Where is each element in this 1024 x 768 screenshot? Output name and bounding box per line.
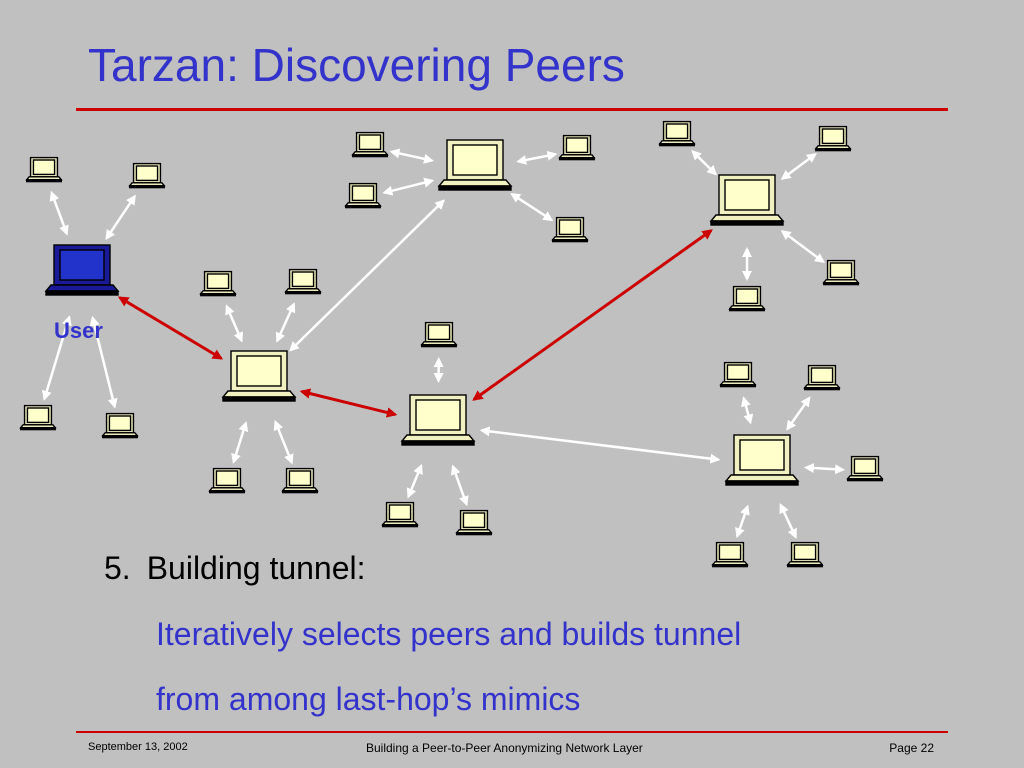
peer-computer-icon — [558, 134, 596, 161]
mimic-link-hop2-rnode — [479, 426, 721, 464]
peer-computer-icon — [455, 509, 493, 536]
peer-computer-icon — [709, 174, 785, 226]
peer-computer-icon — [208, 467, 246, 494]
tunnel-link-hop1-hop2 — [299, 388, 398, 418]
footer-rule — [76, 731, 948, 733]
footer-title: Building a Peer-to-Peer Anonymizing Netw… — [366, 741, 643, 755]
peer-computer-icon — [814, 125, 852, 152]
mimic-link-top-top_m3 — [516, 150, 558, 165]
step-text: Building tunnel: — [146, 550, 366, 586]
mimic-link-hop3-h3_m4 — [780, 230, 825, 264]
peer-computer-icon — [351, 131, 389, 158]
tunnel-link-hop2-hop3 — [472, 229, 713, 401]
mimic-link-hop2-h2_m3 — [450, 464, 469, 507]
peer-computer-icon — [803, 364, 841, 391]
mimic-link-top-top_m4 — [510, 192, 554, 222]
mimic-link-user-u_m4 — [89, 315, 118, 409]
peer-computer-icon — [381, 501, 419, 528]
peer-computer-icon — [281, 467, 319, 494]
peer-computer-icon — [728, 285, 766, 312]
peer-computer-icon — [846, 455, 884, 482]
mimic-link-rnode-r_m5 — [779, 503, 797, 539]
peer-computer-icon — [344, 182, 382, 209]
peer-computer-icon — [25, 156, 63, 183]
step-detail-line-2: from among last-hop’s mimics — [156, 681, 581, 717]
nodes-layer — [19, 120, 884, 568]
peer-computer-icon — [551, 216, 589, 243]
tunnel-link-user-hop1 — [117, 296, 224, 360]
mimic-link-hop1-top — [289, 199, 445, 352]
peer-computer-icon — [101, 412, 139, 439]
step-detail-line-1: Iteratively selects peers and builds tun… — [156, 616, 742, 652]
step-number: 5. — [104, 550, 131, 586]
mimic-link-top-top_m2 — [382, 177, 435, 196]
peer-computer-icon — [724, 434, 800, 486]
step-heading: 5. Building tunnel: — [104, 550, 366, 587]
peer-computer-icon — [199, 270, 237, 297]
mimic-link-hop2-h2_m2 — [406, 463, 423, 499]
user-computer-icon — [44, 244, 120, 296]
peer-computer-icon — [437, 139, 513, 191]
mimic-link-hop1-h1_m3 — [231, 421, 249, 464]
mimic-link-top-top_m1 — [389, 148, 434, 164]
mimic-link-hop1-h1_m1 — [225, 304, 243, 343]
peer-computer-icon — [284, 268, 322, 295]
peer-computer-icon — [128, 162, 166, 189]
mimic-link-hop1-h1_m4 — [273, 419, 294, 465]
peer-computer-icon — [719, 361, 757, 388]
mimic-link-rnode-r_m4 — [735, 504, 750, 539]
peer-computer-icon — [658, 120, 696, 147]
mimic-link-hop3-h3_m2 — [780, 152, 817, 180]
peer-computer-icon — [400, 394, 476, 446]
peer-computer-icon — [420, 321, 458, 348]
mimic-link-rnode-r_m2 — [786, 396, 811, 431]
mimic-link-user-u_m3 — [41, 315, 72, 401]
mimic-link-hop1-h1_m2 — [275, 302, 296, 343]
mimic-link-user-u_m2 — [105, 194, 136, 241]
mimic-link-rnode-r_m1 — [741, 396, 754, 425]
title-underline — [76, 108, 948, 111]
footer-page-number: Page 22 — [889, 741, 934, 755]
mimic-link-rnode-r_m3 — [803, 463, 846, 475]
mimic-link-hop3-h3_m1 — [691, 150, 718, 176]
peer-computer-icon — [19, 404, 57, 431]
user-label: User — [54, 318, 103, 343]
peer-computer-icon — [822, 259, 860, 286]
slide-title: Tarzan: Discovering Peers — [88, 39, 625, 91]
peer-computer-icon — [786, 541, 824, 568]
peer-computer-icon — [711, 541, 749, 568]
mimic-link-user-u_m1 — [49, 190, 69, 236]
links-layer — [41, 148, 846, 539]
peer-computer-icon — [221, 350, 297, 402]
footer-date: September 13, 2002 — [88, 741, 188, 753]
